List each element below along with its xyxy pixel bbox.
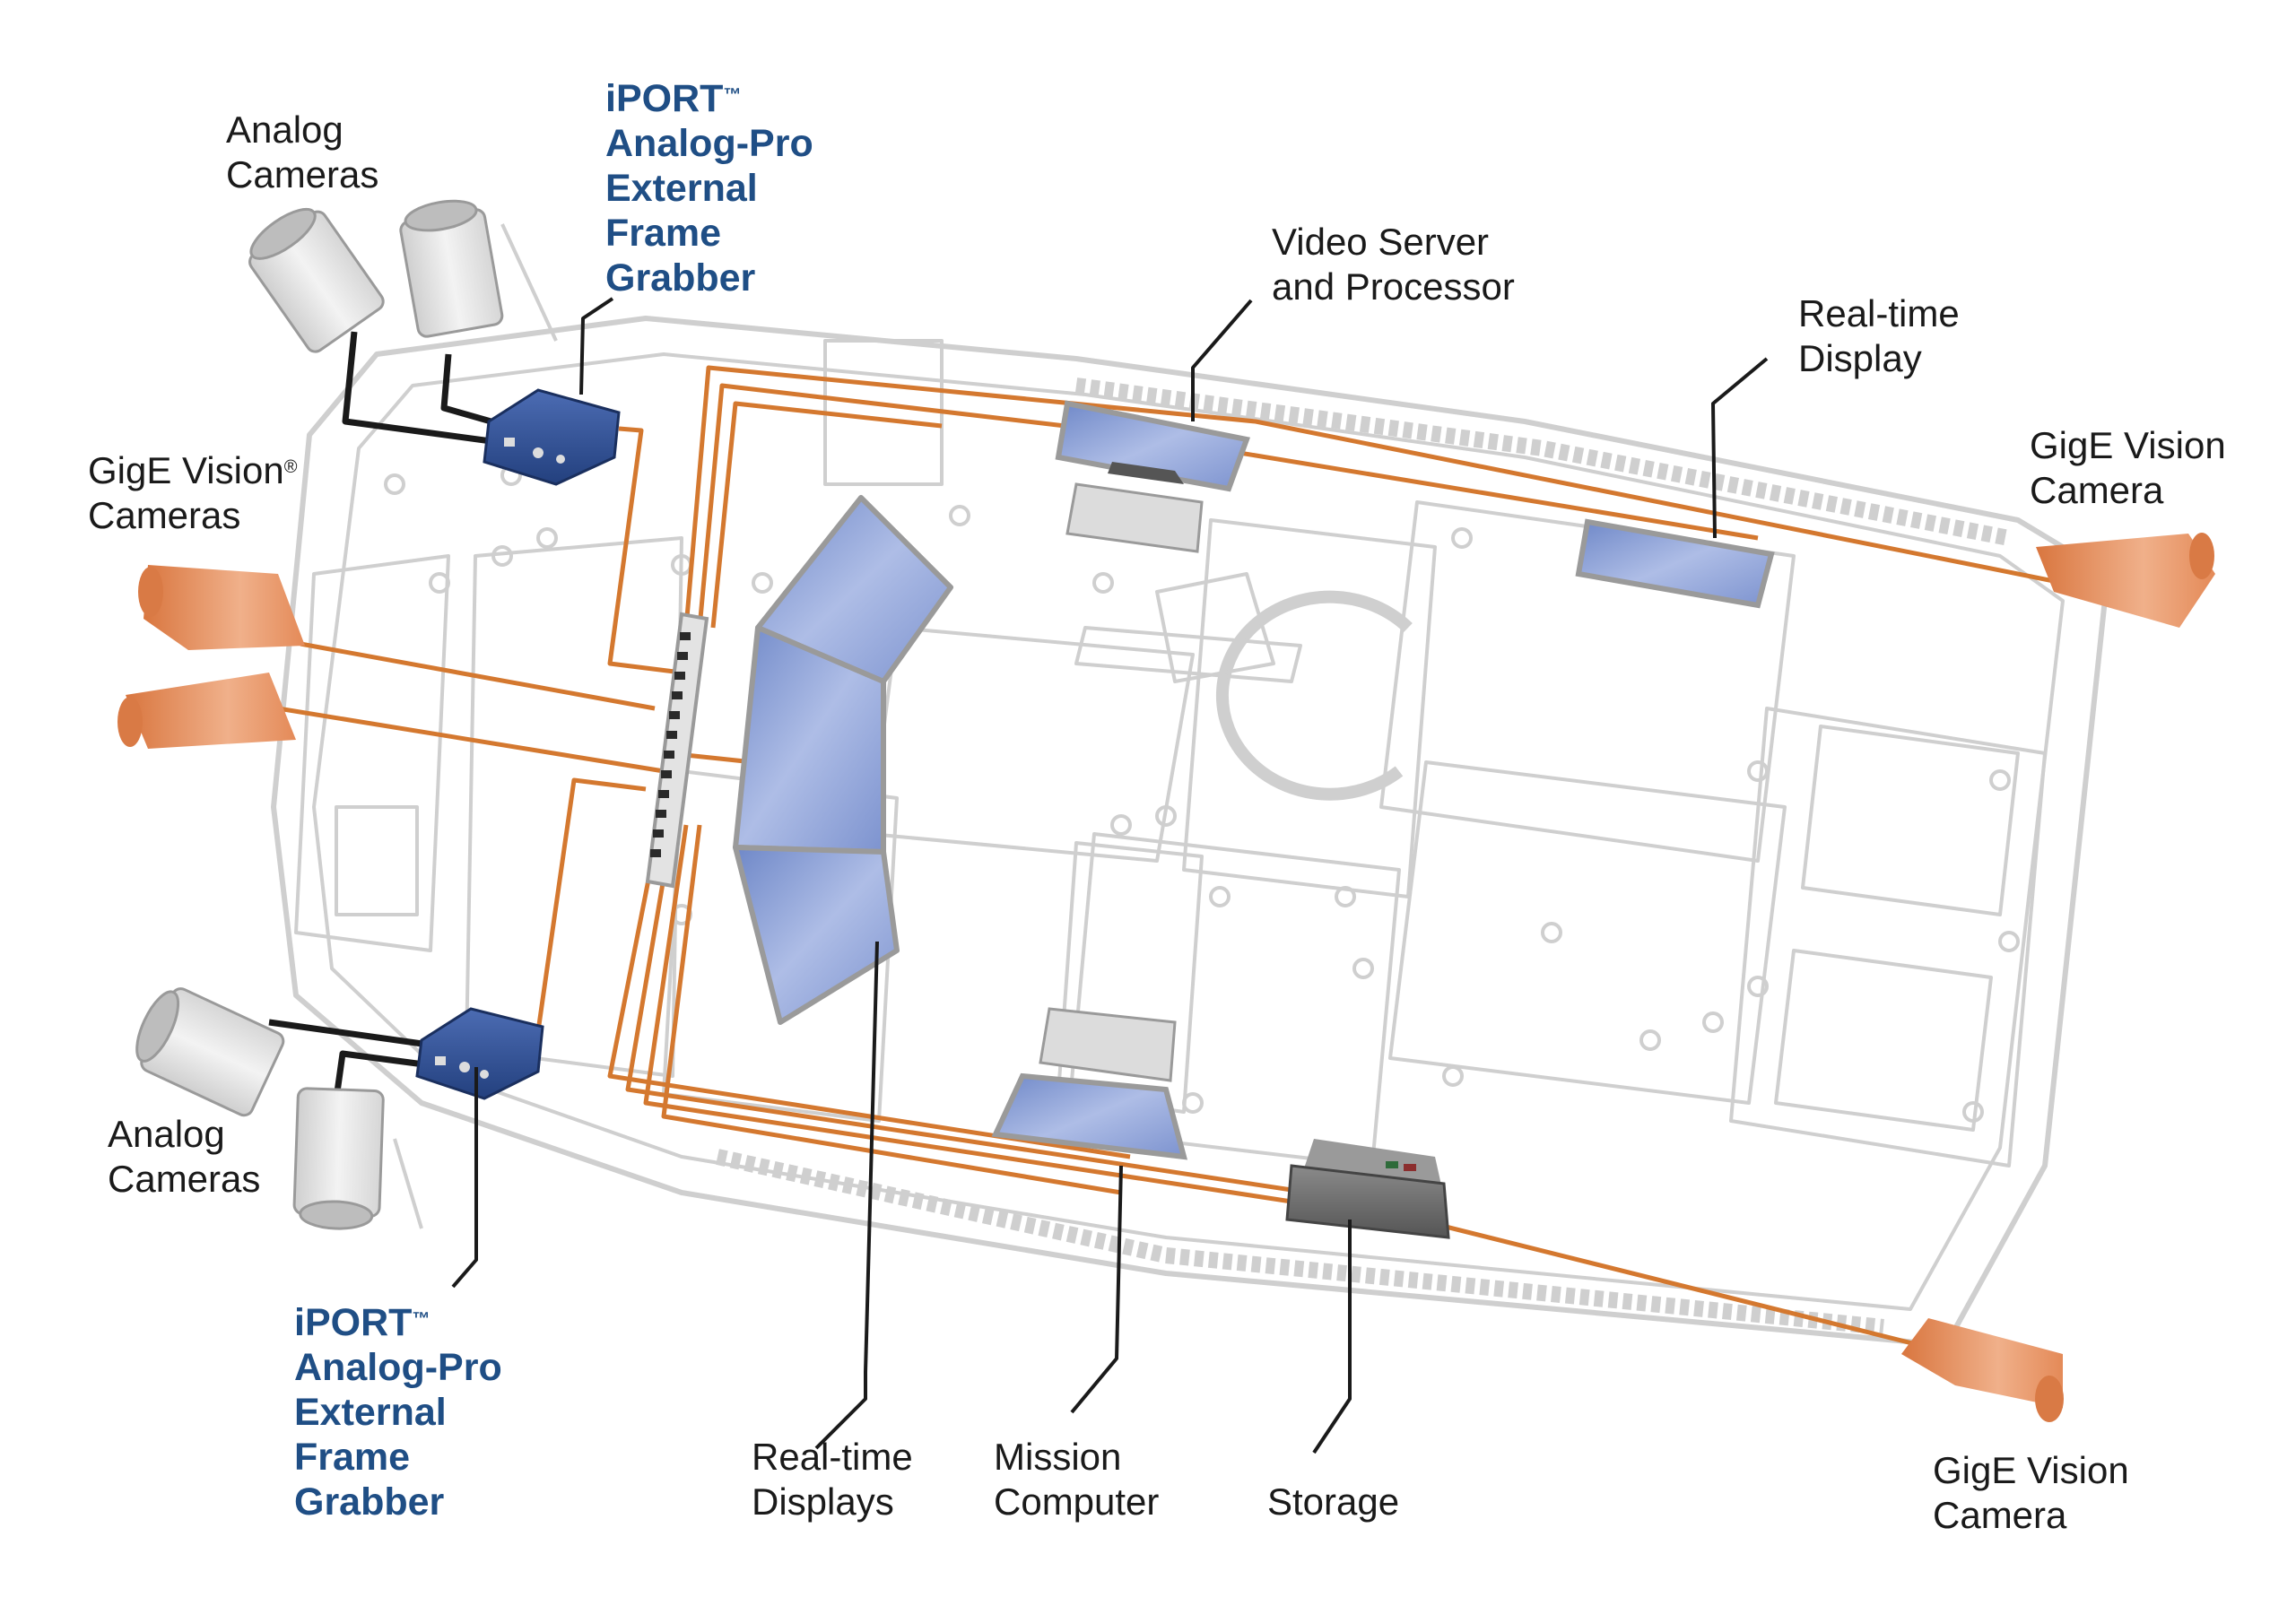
label-mission-computer: Mission Computer: [994, 1436, 1160, 1523]
gige-camera-right-top: [2036, 533, 2215, 628]
label-gige-cameras-left: GigE Vision® Cameras: [88, 449, 298, 536]
label-realtime-displays: Real-time Displays: [752, 1436, 913, 1523]
realtime-displays-panel: [733, 495, 953, 1025]
analog-cameras-bottom: [135, 987, 385, 1230]
cable-runs: [277, 365, 2064, 1348]
label-video-server: Video Server and Processor: [1272, 221, 1515, 308]
label-storage: Storage: [1267, 1480, 1400, 1523]
analog-camera-cables: [268, 331, 508, 1099]
label-iport-top: iPORT™ Analog-Pro External Frame Grabber: [605, 77, 813, 299]
frame-grabber-bottom: [415, 1007, 544, 1100]
analog-cameras-top: [248, 199, 504, 353]
label-gige-camera-right-top: GigE Vision Camera: [2030, 424, 2226, 511]
storage-unit: [1285, 1139, 1450, 1239]
gige-camera-right-bottom: [1901, 1318, 2064, 1422]
ethernet-switch: [645, 612, 709, 889]
rivets: [384, 464, 2020, 1123]
label-analog-cameras-bottom: Analog Cameras: [108, 1113, 261, 1200]
leader-lines: [451, 297, 1769, 1454]
mission-computer-station: [991, 1007, 1188, 1160]
realtime-display-top: [1575, 518, 1775, 609]
video-server-station: [1055, 400, 1251, 553]
frame-grabber-top: [483, 388, 621, 486]
label-analog-cameras-top: Analog Cameras: [226, 109, 379, 195]
label-realtime-display-top: Real-time Display: [1798, 292, 1960, 379]
gige-cameras-left: [117, 565, 305, 749]
label-gige-camera-right-bottom: GigE Vision Camera: [1933, 1449, 2129, 1536]
label-iport-bottom: iPORT™ Analog-Pro External Frame Grabber: [294, 1301, 502, 1524]
